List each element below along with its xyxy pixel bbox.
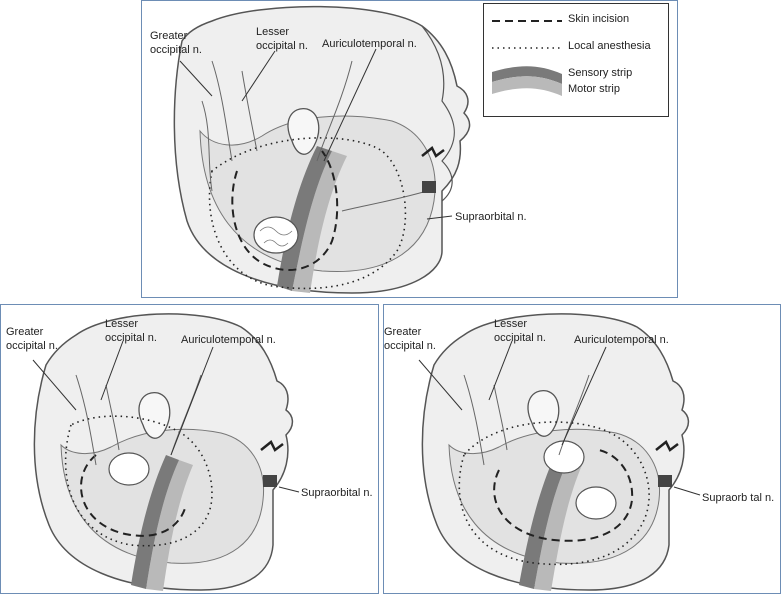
- leader-greater: [32, 359, 77, 411]
- greater-occipital-label-2: occipital n.: [384, 340, 436, 352]
- leader-greater: [179, 60, 213, 97]
- auriculotemporal-label: Auriculotemporal n.: [322, 38, 417, 50]
- leader-lesser: [488, 340, 513, 401]
- head-illustration-bottom-left: Greater occipital n. Lesser occipital n.…: [6, 313, 373, 591]
- leader-auriculotemporal: [561, 346, 607, 446]
- leader-lesser: [241, 50, 276, 102]
- motor-strip: [534, 460, 582, 591]
- tumor: [253, 216, 299, 254]
- leader-lesser: [100, 340, 124, 401]
- tumor-1: [543, 440, 585, 474]
- auriculotemporal-label: Auriculotemporal n.: [181, 334, 276, 346]
- supraorbital-label: Supraorbital n.: [455, 211, 527, 223]
- legend-skin-incision: Skin incision: [568, 13, 630, 25]
- supraorbital-label: Supraorbital n.: [301, 487, 373, 499]
- tumor-texture: [259, 226, 293, 247]
- greater-occipital-label-2: occipital n.: [6, 340, 58, 352]
- legend-sensory-strip: Sensory strip: [568, 67, 633, 79]
- legend: Skin incision Local anesthesia Sensory s…: [483, 3, 669, 117]
- legend-local-anesthesia: Local anesthesia: [568, 40, 651, 52]
- nerves: [201, 60, 428, 212]
- ear: [138, 392, 171, 439]
- legend-motor-strip: Motor strip: [568, 83, 620, 95]
- lesser-occipital-label-2: occipital n.: [105, 332, 157, 344]
- greater-occipital-label-2: occipital n.: [150, 44, 202, 56]
- leader-supraorbital: [673, 486, 701, 496]
- leader-greater: [418, 359, 463, 411]
- head-illustration-top: Greater occipital n. Lesser occipital n.…: [150, 5, 527, 294]
- lesser-occipital-label-2: occipital n.: [494, 332, 546, 344]
- supraorbital-block: [422, 181, 436, 193]
- ear: [527, 390, 560, 437]
- skin-incision-line: [493, 449, 634, 542]
- greater-occipital-label-1: Greater: [6, 326, 44, 338]
- lesser-occipital-label-1: Lesser: [494, 318, 527, 330]
- head-illustration-bottom-right: Greater occipital n. Lesser occipital n.…: [384, 313, 774, 591]
- supraorbital-block: [658, 475, 672, 487]
- bottom-right-panel: Greater occipital n. Lesser occipital n.…: [383, 304, 781, 594]
- greater-occipital-label-1: Greater: [150, 30, 188, 42]
- supraorbital-nerve-mark: [421, 146, 445, 158]
- lesser-occipital-label-1: Lesser: [105, 318, 138, 330]
- supraorbital-nerve-mark: [260, 440, 284, 452]
- lesser-occipital-label-1: Lesser: [256, 26, 289, 38]
- lesser-occipital-label-2: occipital n.: [256, 40, 308, 52]
- auriculotemporal-label: Auriculotemporal n.: [574, 334, 669, 346]
- leader-supraorbital: [426, 215, 453, 220]
- local-anesthesia-line: [458, 421, 650, 566]
- motor-strip: [292, 151, 347, 293]
- sensory-strip: [277, 146, 332, 291]
- supraorbital-label: Supraorb tal n.: [702, 492, 774, 504]
- sensory-strip: [519, 455, 568, 589]
- leader-auriculotemporal: [323, 48, 377, 162]
- face-profile: [421, 25, 455, 202]
- tumor: [108, 452, 150, 486]
- supraorbital-block: [263, 475, 277, 487]
- ear: [287, 108, 320, 155]
- skin-incision-line: [80, 454, 187, 537]
- bottom-left-panel: Greater occipital n. Lesser occipital n.…: [0, 304, 379, 594]
- nerves: [463, 374, 590, 466]
- leader-auriculotemporal: [170, 346, 214, 456]
- leader-supraorbital: [278, 486, 300, 493]
- sensory-strip: [131, 455, 179, 589]
- motor-strip: [146, 460, 193, 591]
- greater-occipital-label-1: Greater: [384, 326, 422, 338]
- tumor-2: [575, 486, 617, 520]
- supraorbital-nerve-mark: [655, 440, 679, 452]
